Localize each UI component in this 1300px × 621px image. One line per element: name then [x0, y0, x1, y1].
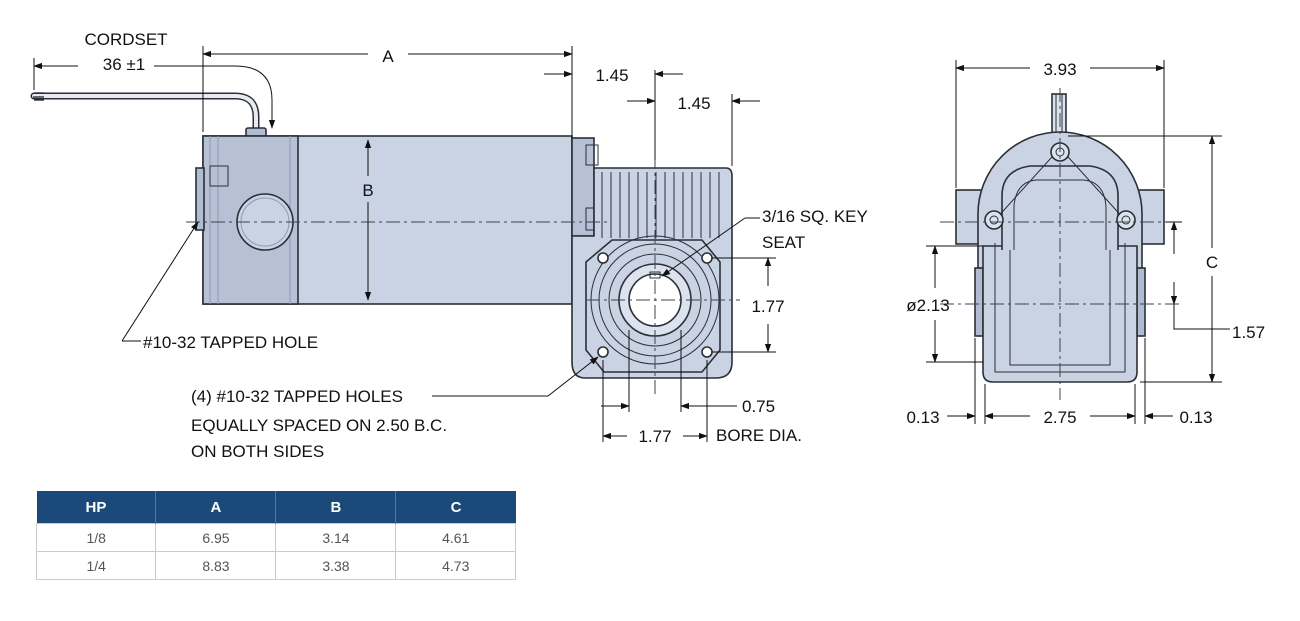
holes-line3: ON BOTH SIDES	[191, 442, 324, 461]
dim-075-label: 0.75	[742, 397, 775, 416]
dim-a-label: A	[382, 47, 394, 66]
dim-393: 3.93	[955, 60, 1165, 188]
dim-275-label: 2.75	[1043, 408, 1076, 427]
table-row: 1/8 6.95 3.14 4.61	[35, 523, 516, 552]
cell-hp: 1/8	[35, 523, 157, 552]
table-header-row: HP A B C	[36, 491, 516, 524]
tapped-hole-label: #10-32 TAPPED HOLE	[143, 333, 318, 352]
cordset-value: 36 ±1	[103, 55, 145, 74]
motor-body	[195, 135, 599, 305]
end-view-cable	[1051, 93, 1067, 139]
dim-177-horizontal: 1.77	[602, 360, 708, 446]
end-view: 3.93 C 1.57 ø2.13	[906, 60, 1265, 427]
dim-177-vertical: 1.77	[712, 257, 785, 353]
header-a: A	[155, 491, 276, 524]
dim-diameter: ø2.13	[906, 245, 983, 363]
spec-table: HP A B C 1/8 6.95 3.14 4.61 1/4 8.83 3.3…	[35, 491, 516, 580]
dim-145-second-label: 1.45	[677, 94, 710, 113]
dim-145-second: 1.45	[627, 94, 760, 166]
holes-line1: (4) #10-32 TAPPED HOLES	[191, 387, 403, 406]
side-view: A CORDSET 36 ±1 B 1.45	[30, 30, 868, 461]
cell-c: 4.61	[395, 523, 516, 552]
dim-c: C	[1068, 135, 1222, 383]
tapped-hole-callout: #10-32 TAPPED HOLE	[121, 221, 318, 352]
dim-cordset: CORDSET 36 ±1	[33, 30, 276, 129]
dim-393-label: 3.93	[1043, 60, 1076, 79]
table-row: 1/4 8.83 3.38 4.73	[35, 551, 516, 580]
dim-157: 1.57	[1166, 221, 1265, 342]
dim-bottom-row: 0.13 2.75 0.13	[906, 338, 1213, 427]
dim-177-vertical-label: 1.77	[751, 297, 784, 316]
header-b: B	[275, 491, 396, 524]
gearbox	[571, 167, 733, 379]
cell-a: 8.83	[155, 551, 277, 580]
dim-c-label: C	[1206, 253, 1218, 272]
dim-157-label: 1.57	[1232, 323, 1265, 342]
dim-b-label: B	[362, 181, 373, 200]
dim-diameter-label: ø2.13	[906, 296, 949, 315]
dim-013-left-label: 0.13	[906, 408, 939, 427]
key-seat-callout: 3/16 SQ. KEY SEAT	[661, 207, 868, 277]
cell-b: 3.38	[275, 551, 397, 580]
dim-a: A	[202, 46, 573, 132]
header-c: C	[395, 491, 516, 524]
dim-013-right-label: 0.13	[1179, 408, 1212, 427]
cell-b: 3.14	[275, 523, 397, 552]
dim-b: B	[362, 139, 374, 301]
dim-177-horizontal-label: 1.77	[638, 427, 671, 446]
bore-dia-label: BORE DIA.	[716, 426, 802, 445]
cordset-cable	[30, 92, 267, 140]
holes-line2: EQUALLY SPACED ON 2.50 B.C.	[191, 416, 447, 435]
cell-hp: 1/4	[35, 551, 157, 580]
cell-a: 6.95	[155, 523, 277, 552]
key-seat-line1: 3/16 SQ. KEY	[762, 207, 868, 226]
key-seat-line2: SEAT	[762, 233, 805, 252]
header-hp: HP	[36, 491, 156, 524]
cell-c: 4.73	[395, 551, 516, 580]
dim-075-bore: 0.75 BORE DIA.	[601, 330, 802, 445]
dim-145-top: 1.45	[544, 66, 683, 160]
dim-145-top-label: 1.45	[595, 66, 628, 85]
cordset-label: CORDSET	[84, 30, 167, 49]
tapped-holes-callout: (4) #10-32 TAPPED HOLES EQUALLY SPACED O…	[191, 356, 599, 461]
